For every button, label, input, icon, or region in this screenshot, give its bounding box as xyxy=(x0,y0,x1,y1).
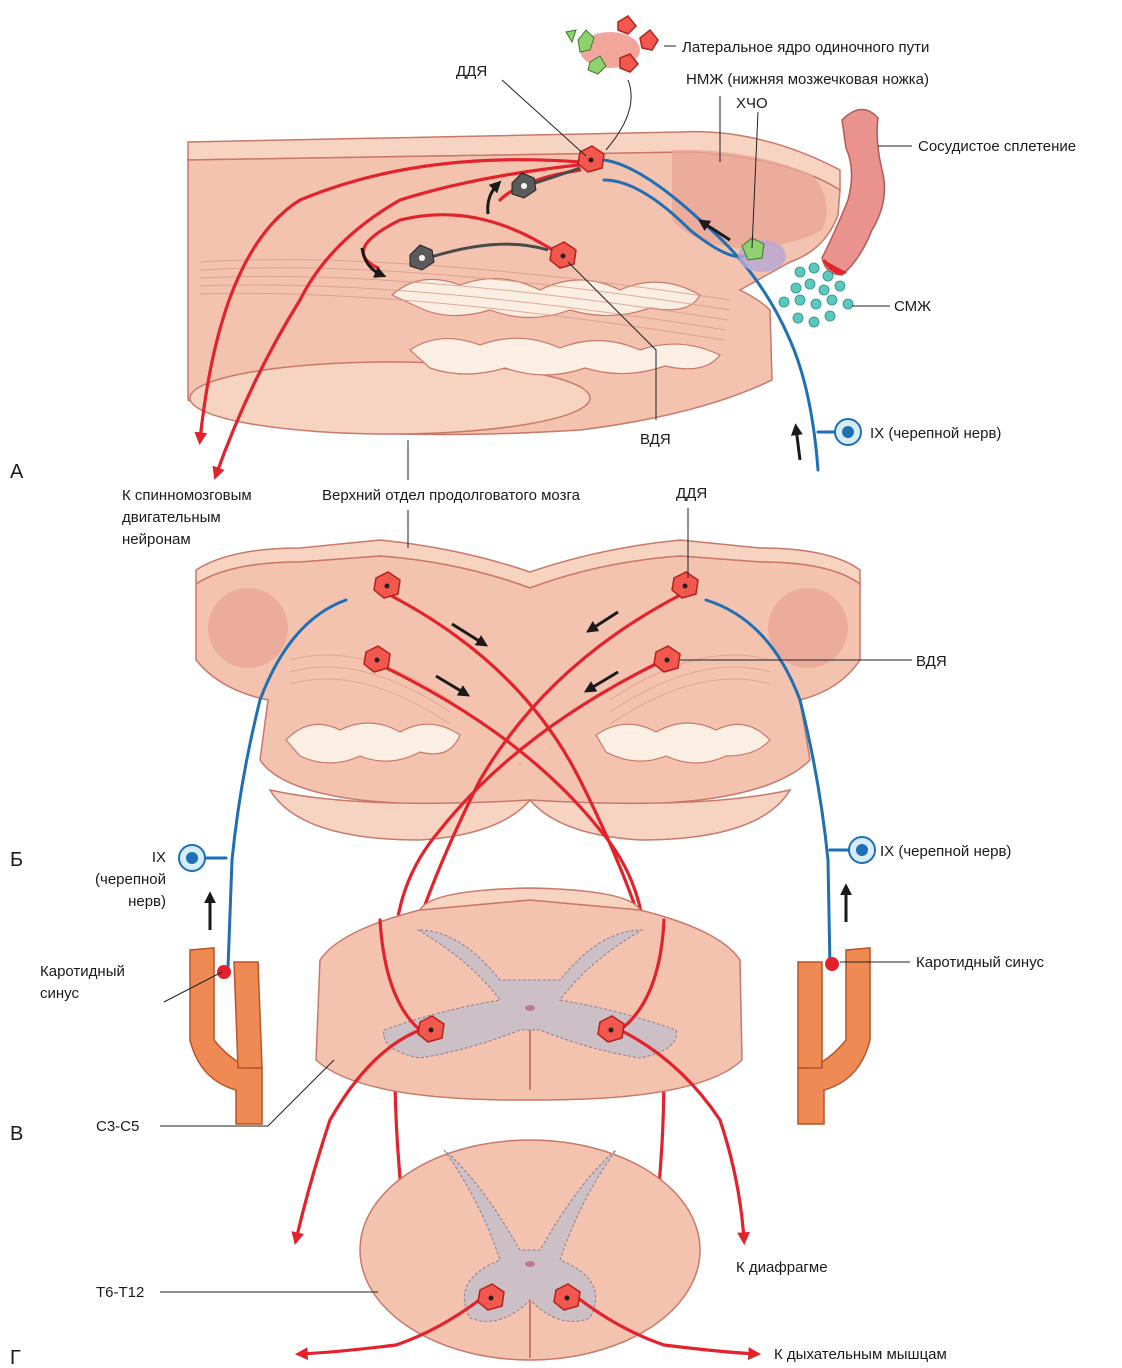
ddya-label-a: ДДЯ xyxy=(456,63,487,80)
carotid-left-label-2: синус xyxy=(40,985,79,1002)
ix-left-label-3: нерв) xyxy=(128,893,166,910)
to-diaphragm-label: К диафрагме xyxy=(736,1259,828,1276)
ix-left-label-2: (черепной xyxy=(95,871,166,888)
upper-medulla-label: Верхний отдел продолговатого мозга xyxy=(322,487,581,504)
ix-left-label-1: IX xyxy=(152,849,166,866)
carotid-artery-right xyxy=(798,948,870,1124)
panel-label-v: В xyxy=(10,1123,23,1145)
nmzh-label: НМЖ (нижняя мозжечковая ножка) xyxy=(686,71,929,88)
panel-label-b: Б xyxy=(10,849,23,871)
panel-label-g: Г xyxy=(10,1347,21,1368)
t6t12-label: Т6-Т12 xyxy=(96,1284,144,1301)
choroid-plexus-label: Сосудистое сплетение xyxy=(918,138,1076,155)
vdya-label-b: ВДЯ xyxy=(916,653,947,670)
panel-label-a: А xyxy=(10,461,24,483)
carotid-artery-left xyxy=(190,948,262,1124)
to-spinal-label-2: двигательным xyxy=(122,509,221,526)
ix-right-label: IX (черепной нерв) xyxy=(880,843,1011,860)
carotid-left-label-1: Каротидный xyxy=(40,963,125,980)
lateral-nucleus-cluster xyxy=(566,16,658,74)
c3c5-label: С3-С5 xyxy=(96,1118,139,1135)
csf-label: СМЖ xyxy=(894,298,931,315)
carotid-right-label: Каротидный синус xyxy=(916,954,1045,971)
to-spinal-label-1: К спинномозговым xyxy=(122,487,252,504)
ddya-label-b: ДДЯ xyxy=(676,485,707,502)
to-spinal-label-3: нейронам xyxy=(122,531,191,548)
to-resp-muscles-label: К дыхательным мышцам xyxy=(774,1346,947,1363)
vdya-label-a: ВДЯ xyxy=(640,431,671,448)
ix-nerve-label-a: IX (черепной нерв) xyxy=(870,425,1001,442)
hcho-label: ХЧО xyxy=(736,95,768,112)
lateral-nucleus-label: Латеральное ядро одиночного пути xyxy=(682,39,929,56)
panel-g-spinal-cord-t6t12 xyxy=(300,1140,756,1360)
